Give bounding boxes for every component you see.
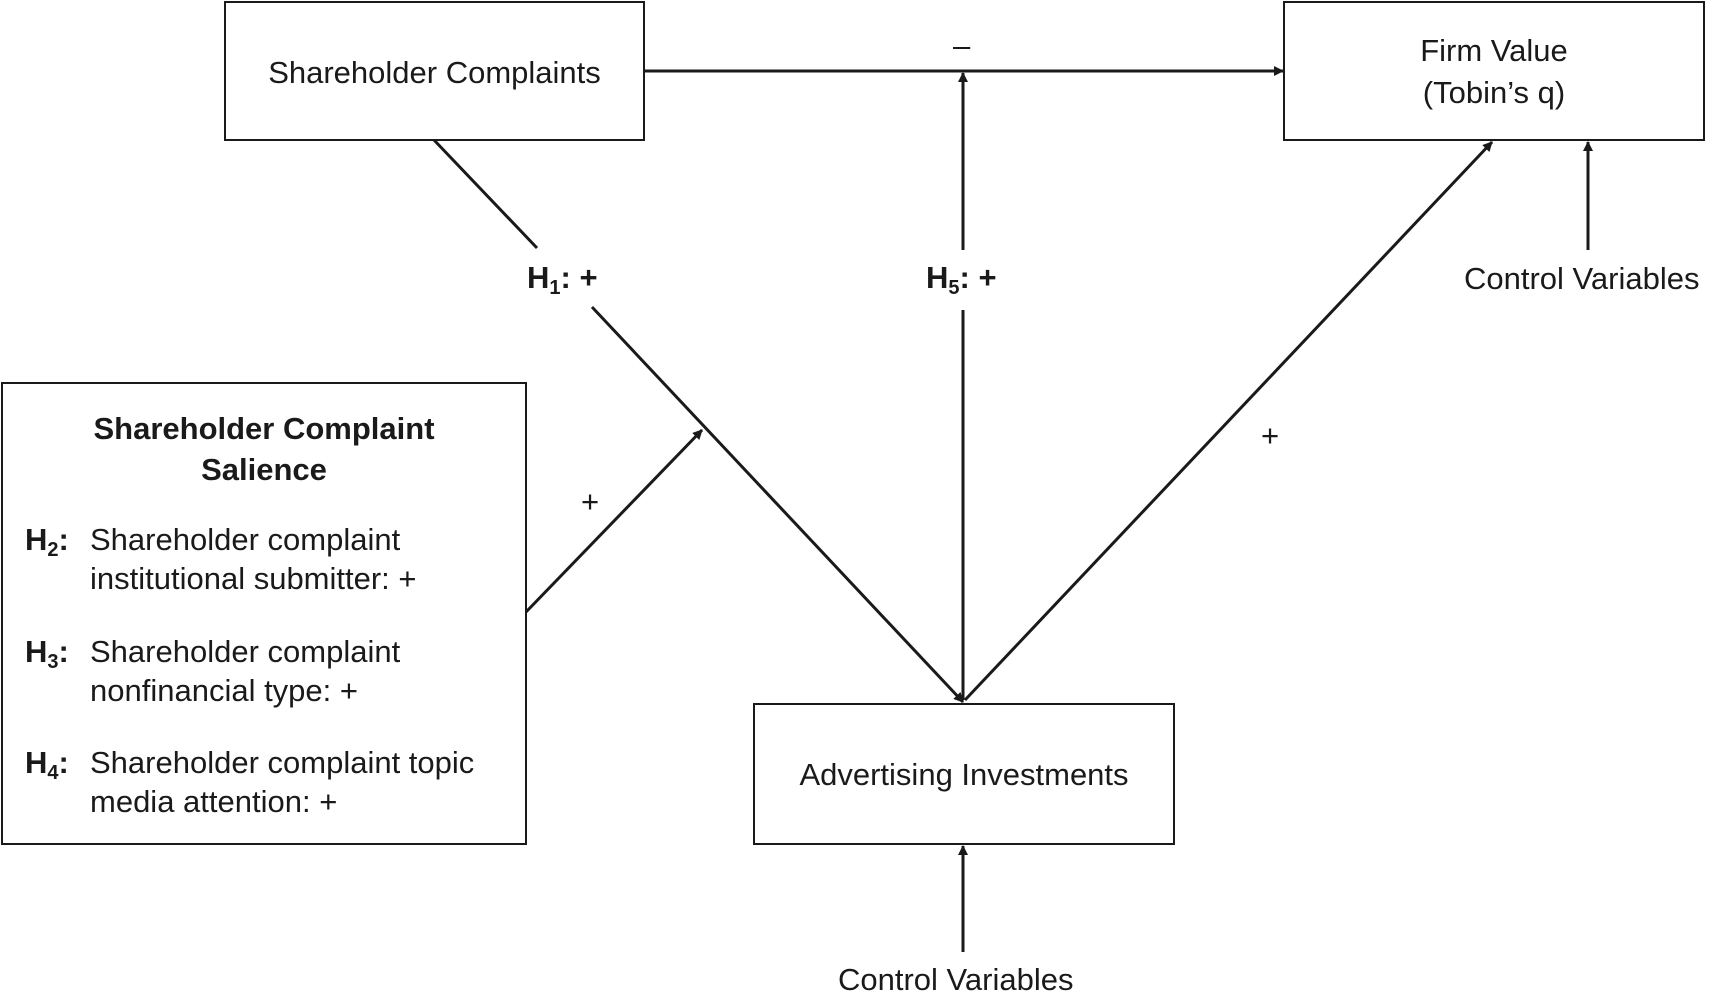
- hypothesis-h4-text: Shareholder complaint topic media attent…: [90, 745, 475, 819]
- salience-title-line1: Shareholder Complaint: [93, 411, 435, 446]
- firm-value-sublabel: (Tobin’s q): [1422, 75, 1566, 110]
- hypothesis-h2-key: H2:: [25, 522, 69, 561]
- salience-moderation-sign: +: [581, 484, 600, 519]
- hypothesis-h3-key: H3:: [25, 634, 69, 673]
- hypothesis-h3-text: Shareholder complaint nonfinancial type:…: [90, 634, 401, 708]
- advertising-investments-label: Advertising Investments: [799, 757, 1129, 792]
- advertising-to-firm-value-arrow: [963, 140, 1494, 702]
- complaint-salience-node: Shareholder Complaint Salience H2: Share…: [1, 382, 527, 845]
- shareholder-complaints-node: Shareholder Complaints: [224, 1, 645, 141]
- h1-path-label: H1: +: [527, 260, 598, 306]
- h1-lower-arrow: [590, 305, 965, 704]
- h5-path-label: H5: +: [926, 260, 997, 306]
- firm-value-node: Firm Value (Tobin’s q): [1283, 1, 1705, 141]
- advertising-control-variables: Control Variables: [838, 962, 1074, 997]
- firm-value-control-variables: Control Variables: [1464, 261, 1700, 296]
- hypothesis-h4-key: H4:: [25, 745, 69, 784]
- complaints-to-value-sign: –: [953, 28, 971, 63]
- salience-moderation-arrow: [524, 428, 704, 614]
- salience-title-line2: Salience: [201, 452, 327, 487]
- advertising-to-value-sign: +: [1261, 418, 1280, 453]
- advertising-investments-node: Advertising Investments: [753, 703, 1175, 845]
- hypothesis-h2-text: Shareholder complaint institutional subm…: [90, 522, 417, 596]
- firm-value-label: Firm Value: [1420, 33, 1568, 68]
- h1-upper-line: [432, 138, 539, 250]
- shareholder-complaints-label: Shareholder Complaints: [268, 55, 601, 90]
